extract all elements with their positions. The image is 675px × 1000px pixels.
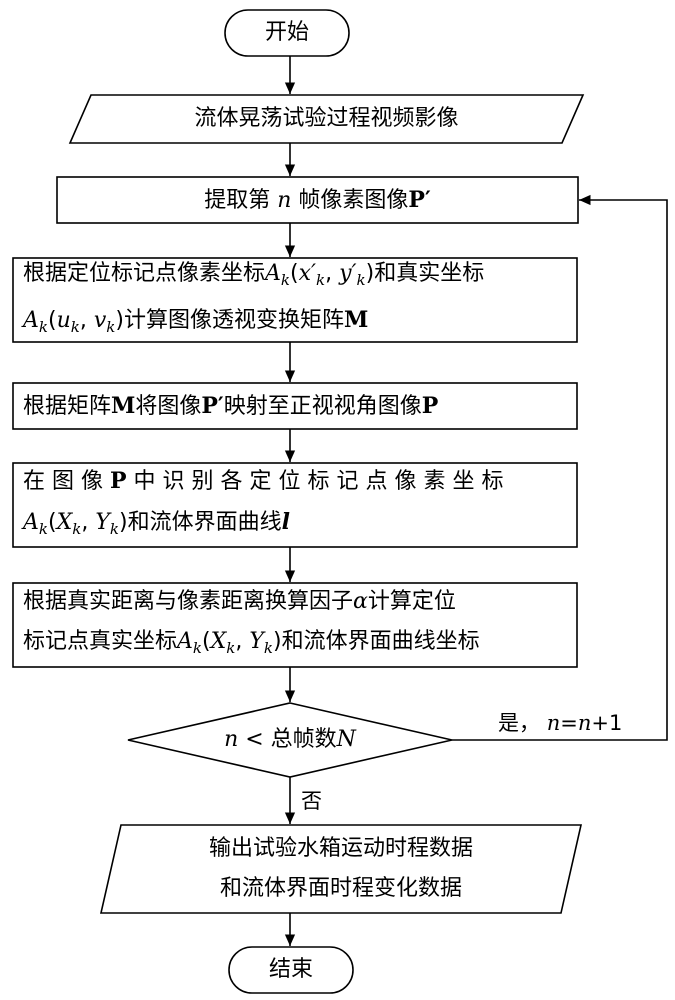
warp-box [12,382,578,430]
end-label: 结束 [268,957,313,982]
yes-edge-label: 是， n=n+1 [498,711,623,735]
homography-box [12,257,578,343]
start-label: 开始 [264,20,309,45]
output-parallelogram [99,824,583,914]
warp-label: 根据矩阵M将图像P′映射至正视视角图像P [23,392,439,419]
decision-label: n < 总帧数N [224,727,356,752]
convert-label: 根据真实距离与像素距离换算因子α计算定位 标记点真实坐标Ak(Xk, Yk)和流… [23,589,480,657]
end-terminal [228,946,354,994]
detect-label: 在 图 像 P 中 识 别 各 定 位 标 记 点 像 素 坐 标 Ak(Xk,… [23,468,504,538]
start-terminal [224,9,350,57]
input-label: 流体晃荡试验过程视频影像 [194,106,459,131]
detect-box [12,462,578,548]
convert-box [12,582,578,668]
extract-frame-box [56,176,579,224]
loop-back-arrow [452,194,668,741]
no-edge-label: 否 [301,789,322,813]
homography-label: 根据定位标记点像素坐标Ak(x′k, y′k)和真实坐标 Ak(uk, vk)计… [23,260,485,336]
output-label: 输出试验水箱运动时程数据 和流体界面时程变化数据 [208,836,473,901]
input-parallelogram [68,94,585,144]
extract-label: 提取第 n 帧像素图像P′ [204,186,431,213]
